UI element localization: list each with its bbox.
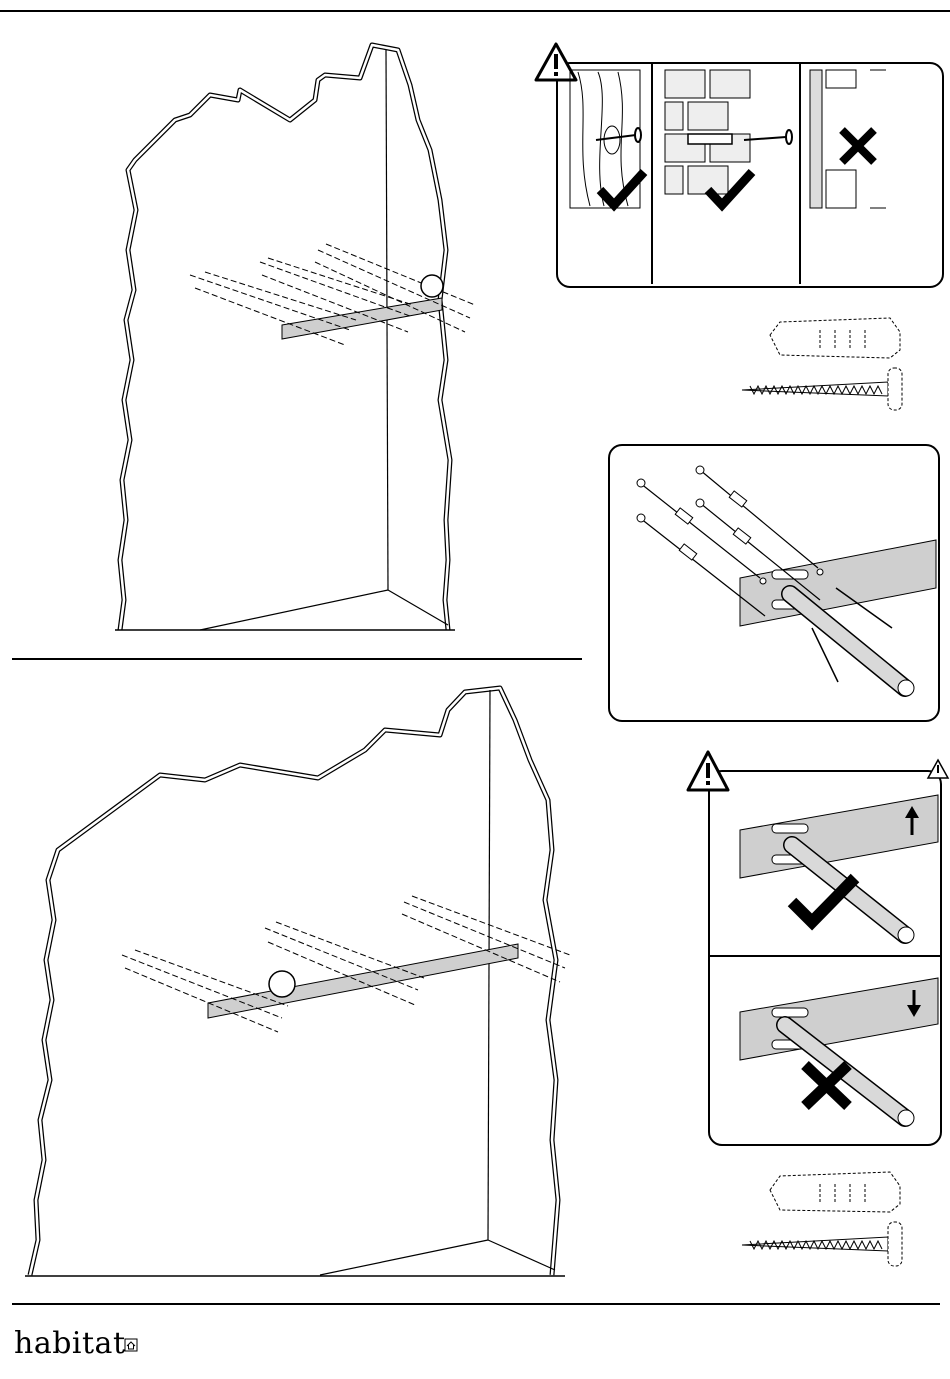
brand-house-icon — [124, 1338, 138, 1352]
footer-rule — [12, 1303, 940, 1305]
hardware-bottom — [0, 0, 950, 1290]
screw-icon — [742, 1222, 902, 1266]
brand-logo: habitat — [14, 1326, 126, 1361]
wall-plug-icon — [770, 1172, 900, 1212]
